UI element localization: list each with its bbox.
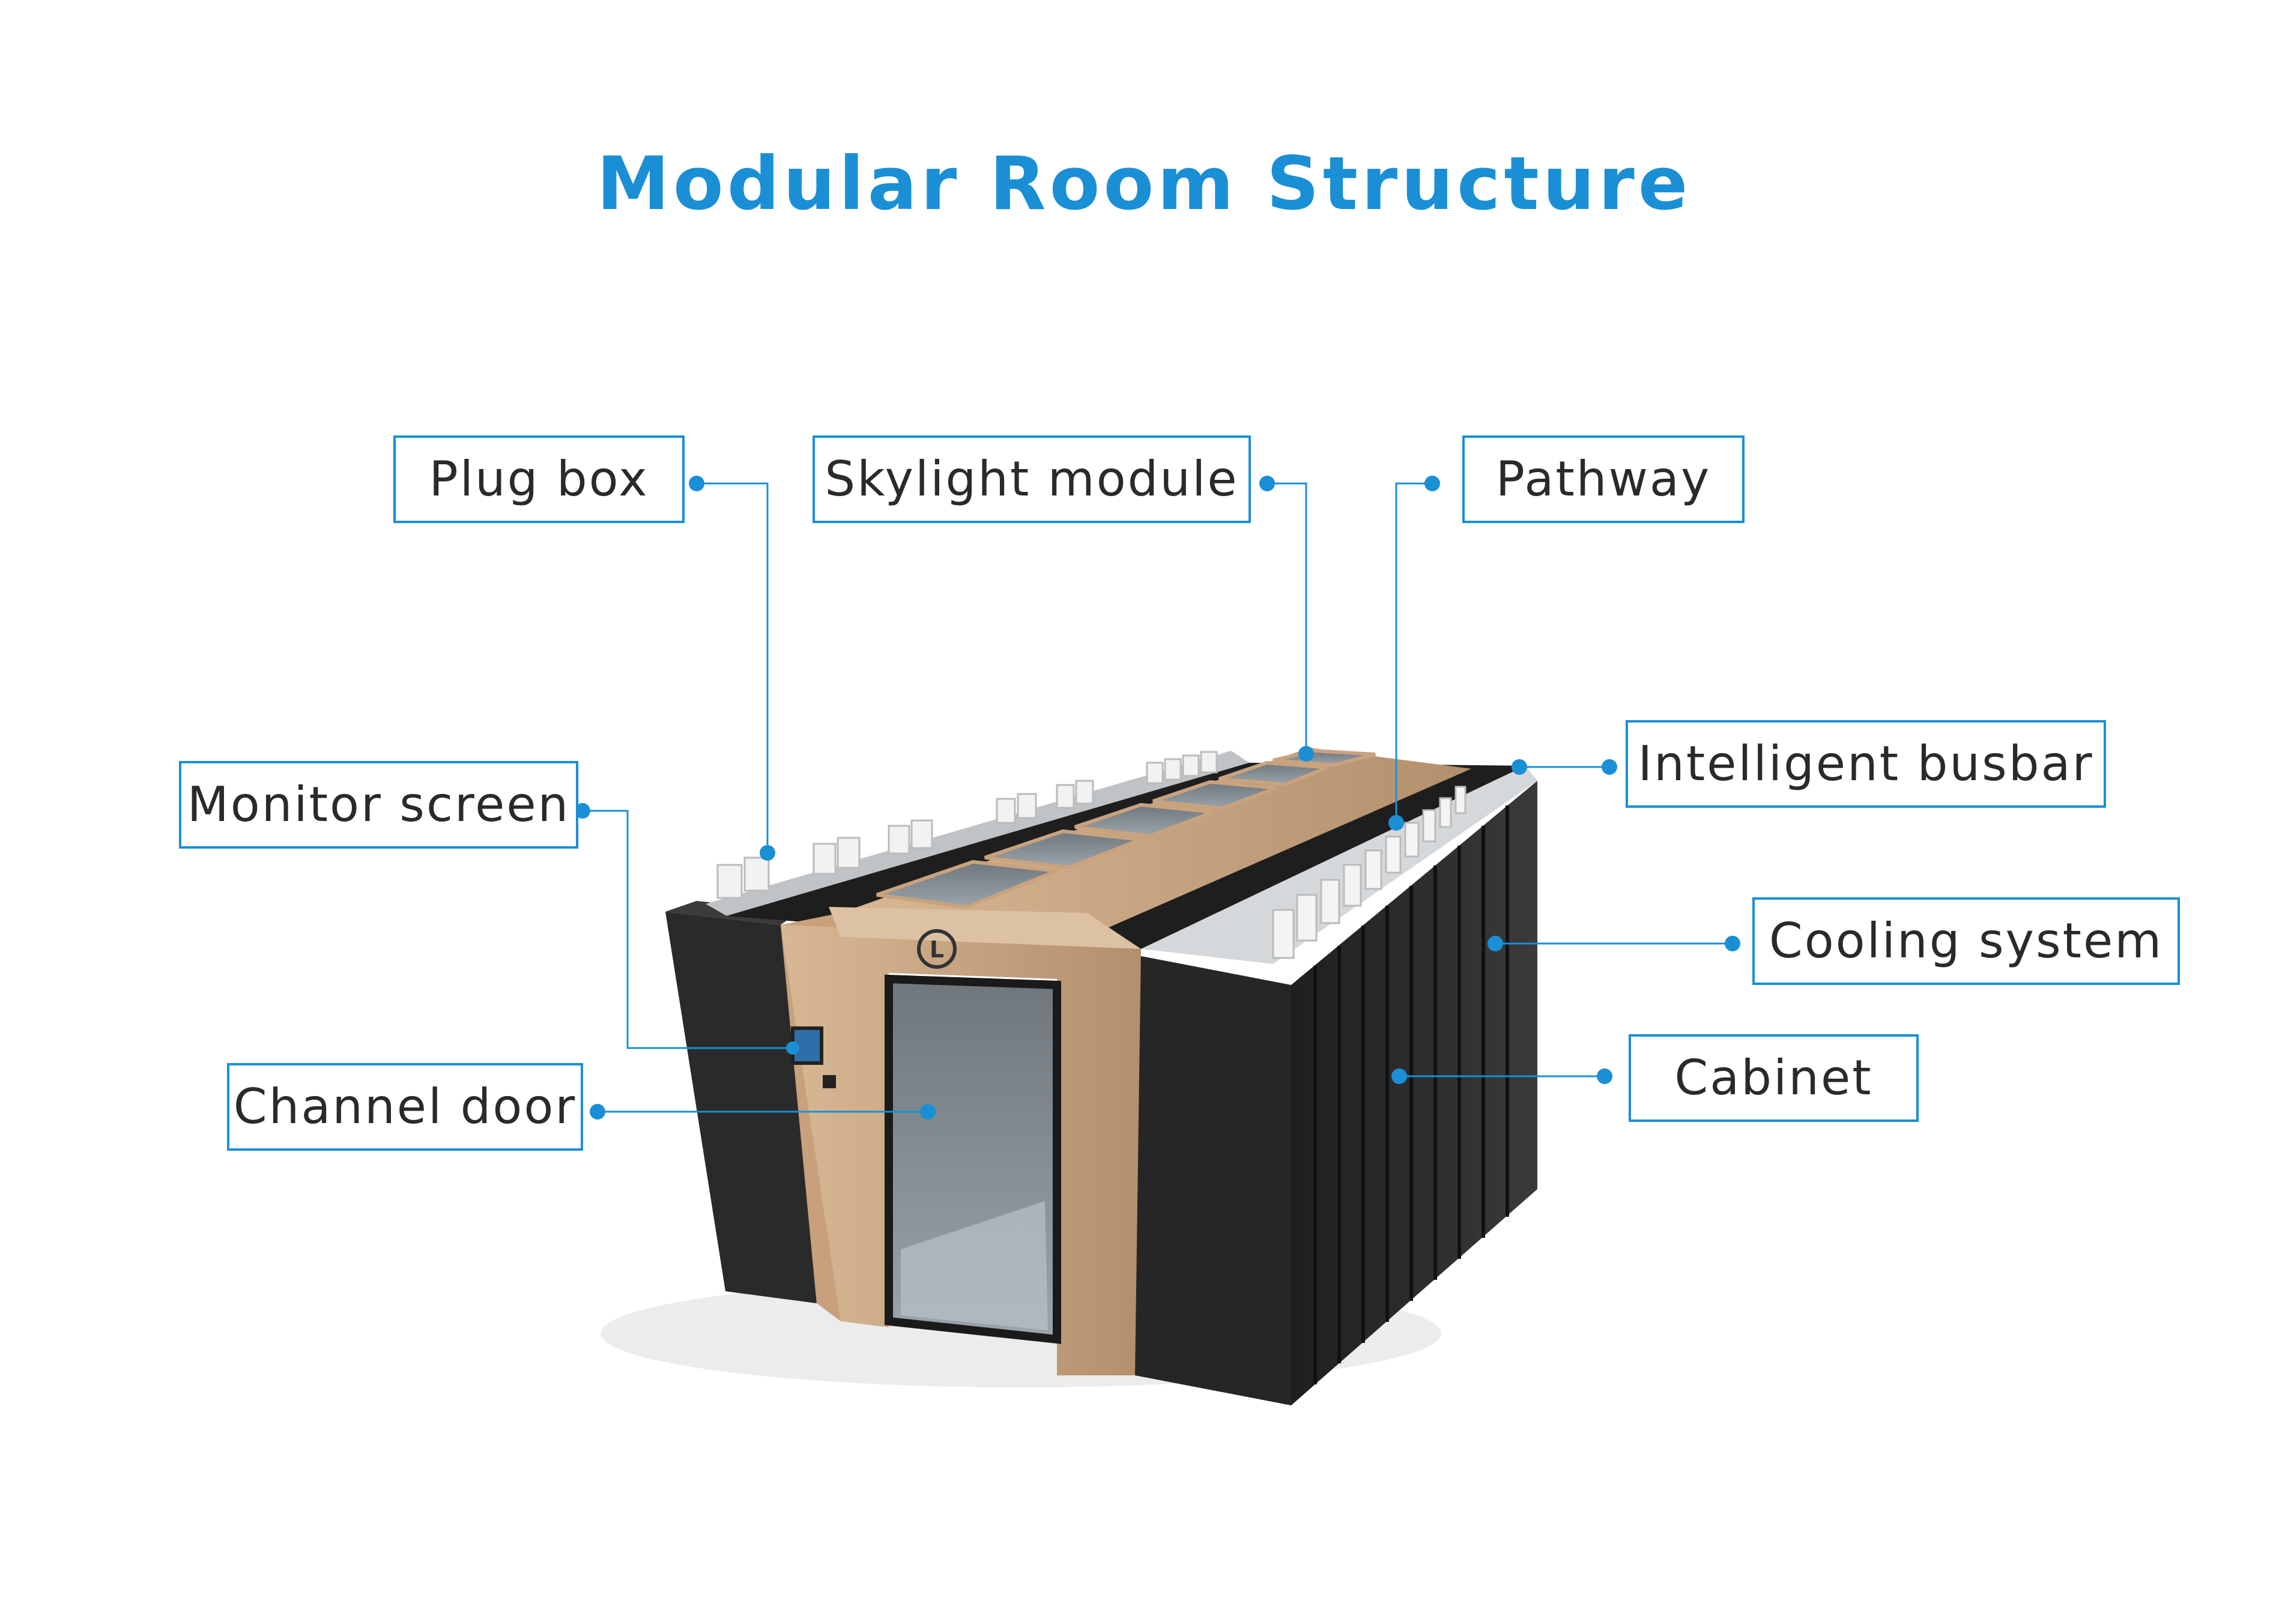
label-monitor-screen: Monitor screen — [179, 761, 578, 849]
card-reader — [823, 1075, 836, 1088]
plug-boxes — [716, 751, 1218, 899]
page-title: Modular Room Structure — [596, 141, 1692, 226]
svg-text:L: L — [930, 936, 944, 963]
label-skylight-module: Skylight module — [813, 435, 1251, 523]
left-cabinet-front — [665, 912, 817, 1303]
roof-left-rail — [706, 751, 1249, 916]
label-monitor-screen-text: Monitor screen — [187, 777, 570, 832]
label-plug-box: Plug box — [393, 435, 685, 523]
leader-lines — [583, 482, 1733, 1113]
label-cabinet: Cabinet — [1629, 1034, 1919, 1122]
right-cabinet-front — [1135, 955, 1291, 1405]
label-pathway: Pathway — [1462, 435, 1745, 523]
label-pathway-text: Pathway — [1495, 451, 1711, 507]
label-intelligent-busbar: Intelligent busbar — [1626, 720, 2106, 808]
label-skylight-module-text: Skylight module — [825, 451, 1239, 507]
label-cabinet-text: Cabinet — [1674, 1050, 1873, 1106]
door-floor-reflection — [901, 1201, 1048, 1330]
busbar-boxes — [1272, 786, 1466, 959]
label-channel-door: Channel door — [227, 1063, 583, 1151]
door-frame-front — [781, 925, 1141, 1375]
label-intelligent-busbar-text: Intelligent busbar — [1638, 736, 2094, 792]
label-channel-door-text: Channel door — [233, 1079, 577, 1135]
right-cabinet-side — [1291, 781, 1537, 1405]
roof-right-rail — [1141, 766, 1537, 964]
label-cooling-system-text: Cooling system — [1769, 913, 2164, 969]
label-plug-box-text: Plug box — [429, 451, 649, 507]
logo-icon — [917, 929, 957, 969]
label-cooling-system: Cooling system — [1752, 897, 2180, 985]
skylight-panels — [876, 748, 1376, 909]
cabinet-door-stripes — [1313, 805, 1509, 1384]
door-frame-top — [829, 907, 1141, 949]
leader-dots — [575, 476, 1740, 1120]
